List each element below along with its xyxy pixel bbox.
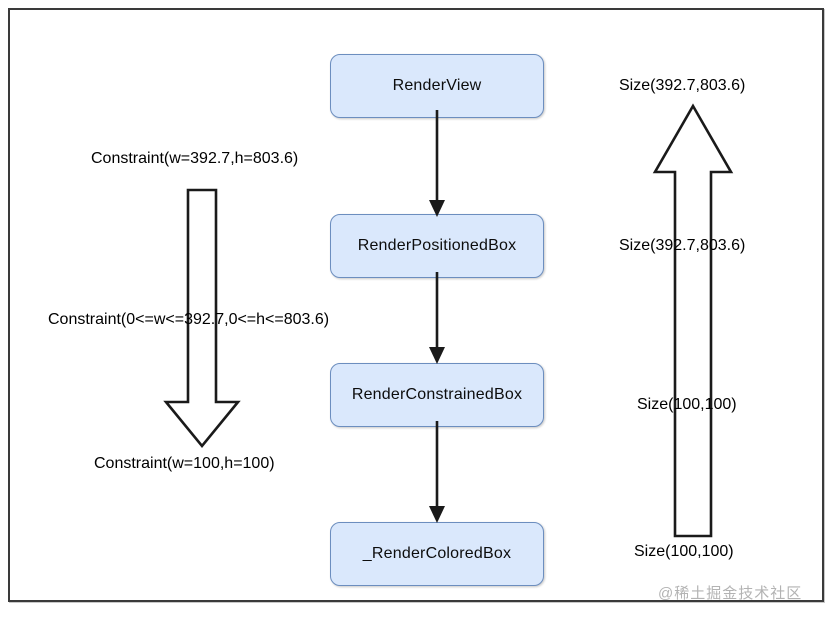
diagram-frame-border [8, 8, 824, 602]
size-label-third: Size(100,100) [637, 396, 737, 413]
node-render-positioned-box[interactable]: RenderPositionedBox [330, 214, 544, 278]
node-render-constrained-box[interactable]: RenderConstrainedBox [330, 363, 544, 427]
node-render-constrained-box-label: RenderConstrainedBox [351, 386, 523, 403]
constraint-flow-arrow-down [163, 188, 241, 449]
constraint-label-bottom: Constraint(w=100,h=100) [94, 455, 275, 472]
constraint-label-top: Constraint(w=392.7,h=803.6) [91, 150, 299, 167]
watermark: @稀土掘金技术社区 [658, 585, 803, 602]
size-label-second: Size(392.7,803.6) [619, 237, 746, 254]
node-render-positioned-box-label: RenderPositionedBox [357, 237, 517, 254]
connector-constrainedbox-to-coloredbox [429, 421, 445, 523]
connector-renderview-to-positionedbox [429, 110, 445, 217]
node-render-view-label: RenderView [392, 77, 482, 94]
node-render-colored-box-label: _RenderColoredBox [362, 545, 512, 562]
size-label-bottom: Size(100,100) [634, 543, 734, 560]
size-flow-arrow-up [652, 103, 734, 538]
connector-positionedbox-to-constrainedbox [429, 272, 445, 364]
size-label-top: Size(392.7,803.6) [619, 77, 746, 94]
node-render-colored-box[interactable]: _RenderColoredBox [330, 522, 544, 586]
node-render-view[interactable]: RenderView [330, 54, 544, 118]
constraint-label-middle: Constraint(0<=w<=392.7,0<=h<=803.6) [48, 311, 330, 328]
